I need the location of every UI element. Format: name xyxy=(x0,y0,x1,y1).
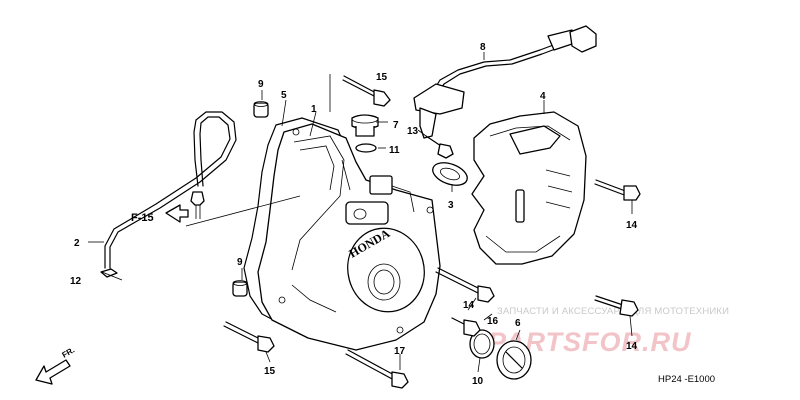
arrow-left-icon xyxy=(165,204,189,223)
leader-lines xyxy=(88,52,633,373)
callout-8: 8 xyxy=(480,42,486,53)
dowel-pin-upper xyxy=(253,102,269,118)
callout-11: 11 xyxy=(389,145,400,156)
callout-4: 4 xyxy=(540,91,546,102)
callout-9-lower: 9 xyxy=(237,257,243,268)
switch-wiring xyxy=(413,25,597,139)
callout-2: 2 xyxy=(74,238,80,249)
filler-cap xyxy=(351,114,379,153)
dowel-pins xyxy=(232,101,269,297)
callout-17: 17 xyxy=(394,346,406,357)
left-crankcase-cover: HONDA xyxy=(257,123,441,351)
callout-12: 12 xyxy=(70,276,82,287)
reference-label: F-15 xyxy=(131,212,154,224)
front-direction-indicator: FR. xyxy=(35,345,77,385)
callout-10: 10 xyxy=(472,376,484,387)
dowel-pin-lower xyxy=(232,281,248,297)
callout-1: 1 xyxy=(311,104,317,115)
wire-connector-right xyxy=(569,25,597,53)
reference-arrow: F-15 xyxy=(131,204,189,224)
callout-14-lower: 14 xyxy=(626,341,638,352)
timing-hole-cap xyxy=(469,329,532,380)
o-ring-11 xyxy=(355,143,377,153)
bolts xyxy=(223,75,641,389)
callout-15-upper: 15 xyxy=(376,72,388,83)
hose-clip-12 xyxy=(100,268,118,278)
callout-9-upper: 9 xyxy=(258,79,264,90)
callout-5: 5 xyxy=(281,90,287,101)
callout-7: 7 xyxy=(393,120,399,131)
callout-13: 13 xyxy=(407,126,419,137)
diagram-code: HP24 -E1000 xyxy=(658,374,715,385)
switch-body xyxy=(413,83,465,115)
callout-14-upper: 14 xyxy=(626,220,638,231)
callout-3: 3 xyxy=(448,200,454,211)
grommet xyxy=(432,162,468,186)
breather-fitting xyxy=(190,191,205,206)
breather-hose xyxy=(100,111,237,278)
front-arrow-icon xyxy=(35,359,71,385)
watermark-caption: ЗАПЧАСТИ И АКСЕССУАРЫ ДЛЯ МОТОТЕХНИКИ xyxy=(497,306,729,317)
outer-cover xyxy=(471,111,587,265)
callout-14-middle: 14 xyxy=(463,300,475,311)
callouts: 1 2 3 4 5 6 7 8 9 9 10 11 12 13 14 14 14… xyxy=(70,42,638,387)
callout-6: 6 xyxy=(515,318,521,329)
callout-16: 16 xyxy=(487,316,499,327)
direction-label: FR. xyxy=(61,345,77,359)
callout-15-lower: 15 xyxy=(264,366,276,377)
